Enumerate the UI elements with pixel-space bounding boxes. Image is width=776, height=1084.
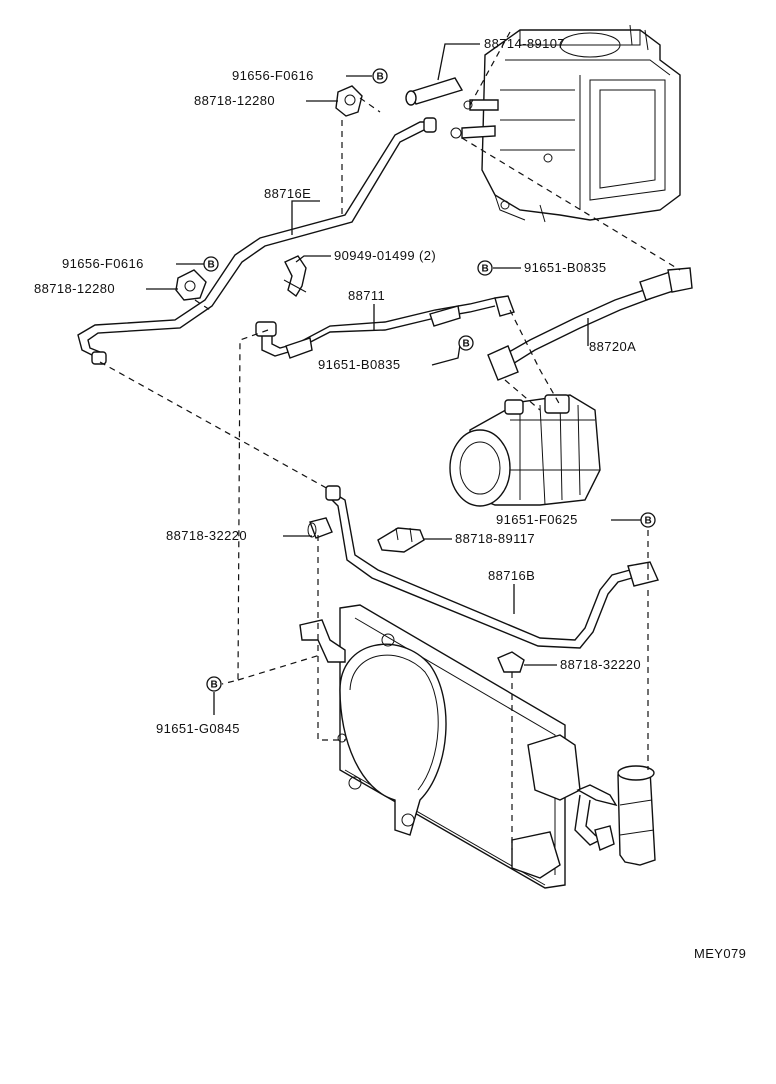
callout-88718-32220-left: 88718-32220 bbox=[166, 528, 247, 543]
svg-text:B: B bbox=[377, 72, 384, 83]
callout-88714-89107: 88714-89107 bbox=[484, 36, 565, 51]
callout-88711: 88711 bbox=[348, 288, 385, 303]
svg-text:B: B bbox=[211, 680, 218, 691]
leader-lines bbox=[146, 43, 641, 715]
part-cushion-left bbox=[307, 517, 333, 539]
callout-88718-12280-left: 88718-12280 bbox=[34, 281, 115, 296]
callout-88718-89117: 88718-89117 bbox=[455, 531, 535, 546]
callout-88718-32220-right: 88718-32220 bbox=[560, 657, 641, 672]
compressor bbox=[449, 394, 601, 507]
callout-91656-f0616-left: 91656-F0616 bbox=[62, 256, 144, 271]
callout-88716e: 88716E bbox=[264, 186, 311, 201]
hose-88711 bbox=[255, 295, 515, 359]
svg-text:B: B bbox=[463, 339, 470, 350]
part-bracket-90949 bbox=[283, 255, 307, 298]
reference-lines bbox=[99, 31, 681, 850]
part-insulator bbox=[405, 77, 464, 106]
bolt-marker: B bbox=[372, 68, 388, 84]
bolt-marker: B bbox=[203, 256, 219, 272]
svg-text:B: B bbox=[645, 516, 652, 527]
diagram-code: MEY079 bbox=[694, 946, 746, 961]
pipe-88716b bbox=[325, 485, 659, 649]
svg-text:B: B bbox=[208, 260, 215, 271]
condenser-assembly bbox=[299, 604, 581, 889]
part-clamp-top bbox=[335, 85, 363, 117]
callout-91651-b0835-right: 91651-B0835 bbox=[524, 260, 606, 275]
evaporator-unit bbox=[450, 24, 681, 223]
svg-text:B: B bbox=[482, 264, 489, 275]
bolt-marker: B bbox=[477, 260, 493, 276]
bolt-marker: B bbox=[640, 512, 656, 528]
part-clamp-left bbox=[175, 269, 207, 301]
callout-90949-01499: 90949-01499 (2) bbox=[334, 248, 436, 263]
part-cushion-right bbox=[497, 651, 525, 673]
bolt-marker: B bbox=[458, 335, 474, 351]
callout-91651-b0835-lower: 91651-B0835 bbox=[318, 357, 400, 372]
callout-91651-f0625: 91651-F0625 bbox=[496, 512, 578, 527]
callout-91651-g0845: 91651-G0845 bbox=[156, 721, 240, 736]
callout-labels: 88714-89107 91656-F0616 88718-12280 8871… bbox=[34, 36, 641, 736]
pipe-88716e bbox=[77, 117, 437, 365]
callout-91656-f0616-top: 91656-F0616 bbox=[232, 68, 314, 83]
hose-88720a bbox=[487, 267, 693, 381]
callout-88716b: 88716B bbox=[488, 568, 535, 583]
bolt-marker: B bbox=[206, 676, 222, 692]
callout-88720a: 88720A bbox=[589, 339, 636, 354]
callout-88718-12280-top: 88718-12280 bbox=[194, 93, 275, 108]
part-clamp-89117 bbox=[377, 527, 425, 553]
receiver-drier bbox=[574, 765, 656, 866]
